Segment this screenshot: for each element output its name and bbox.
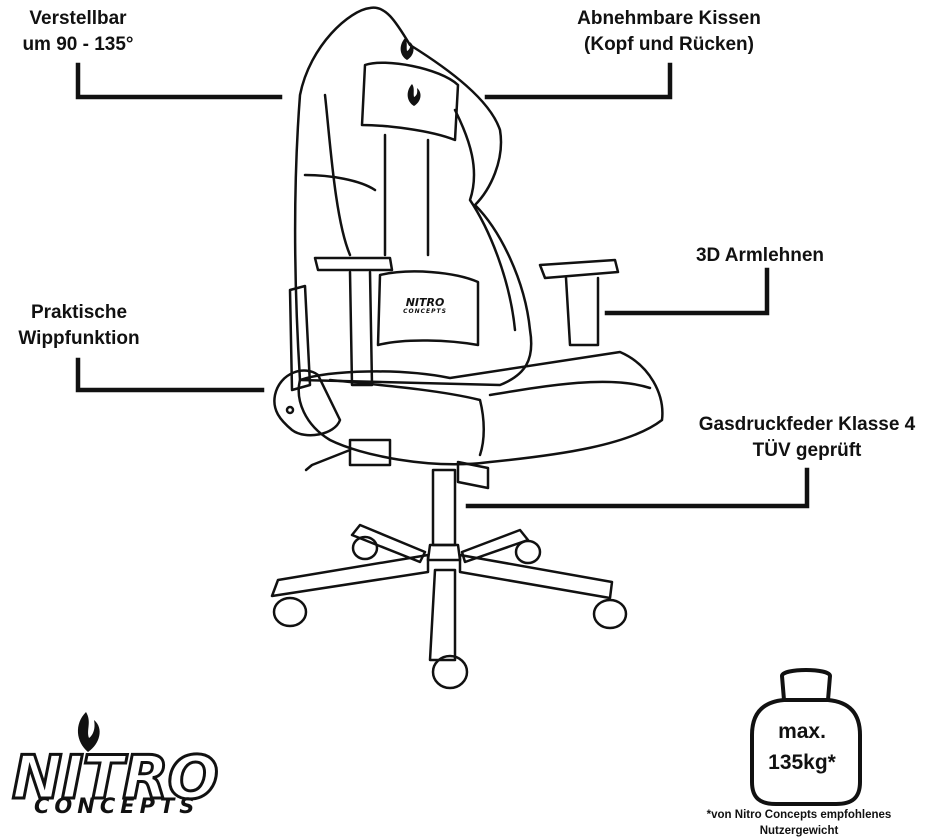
left-armrest <box>313 256 394 272</box>
chair-brand-name: NITRO <box>405 296 445 309</box>
footnote-line2: Nutzergewicht <box>759 825 839 837</box>
footnote-line1: *von Nitro Concepts empfohlenes <box>706 809 892 821</box>
flame-icon <box>400 38 421 106</box>
seat <box>297 350 664 466</box>
chair-brand-sub: CONCEPTS <box>403 308 447 315</box>
cushions-leader <box>484 62 673 100</box>
weight-line1: max. <box>778 720 826 743</box>
casters <box>272 535 628 690</box>
weight-icon <box>750 668 862 806</box>
armrests-leader <box>604 267 770 316</box>
gas-spring-label-line1: Gasdruckfeder Klasse 4 <box>698 414 916 435</box>
gas-spring-label: Gasdruckfeder Klasse 4 TÜV geprüft <box>690 412 924 464</box>
weight-footnote: *von Nitro Concepts empfohlenes Nutzerge… <box>683 807 915 839</box>
brand-logo: NITRO CONCEPTS <box>0 700 260 840</box>
recline-label-line1: Verstellbar <box>29 8 127 29</box>
tilt-knob <box>273 369 342 437</box>
lumbar-cushion <box>376 270 480 347</box>
recline-leader <box>75 62 283 100</box>
cushions-label-line1: Abnehmbare Kissen <box>577 8 761 29</box>
brand-sub: CONCEPTS <box>34 794 200 818</box>
recline-label-line2: um 90 - 135° <box>22 34 134 55</box>
brand-name: NITRO <box>11 743 221 813</box>
chair-lumbar-logo: NITRO CONCEPTS <box>390 296 460 316</box>
rocking-label: Praktische Wippfunktion <box>10 300 148 352</box>
recline-label: Verstellbar um 90 - 135° <box>10 6 146 58</box>
rocking-label-line2: Wippfunktion <box>18 328 140 349</box>
rocking-label-line1: Praktische <box>30 302 128 323</box>
weight-line2: 135kg* <box>768 751 836 774</box>
cushions-label-line2: (Kopf und Rücken) <box>584 34 754 55</box>
head-cushion <box>360 61 460 142</box>
rocking-leader <box>75 357 265 393</box>
armrests-label-text: 3D Armlehnen <box>695 245 825 266</box>
chair-base <box>270 523 614 662</box>
backrest-outline <box>293 6 533 387</box>
gas-spring-leader <box>465 467 810 509</box>
cushions-label: Abnehmbare Kissen (Kopf und Rücken) <box>568 6 770 58</box>
gas-lift <box>431 468 457 547</box>
gas-spring-label-line2: TÜV geprüft <box>752 440 862 461</box>
armrests-label: 3D Armlehnen <box>686 243 834 269</box>
logo-flame-icon <box>77 712 100 752</box>
max-weight-text: max. 135kg* <box>756 716 848 778</box>
right-armrest <box>538 258 620 280</box>
